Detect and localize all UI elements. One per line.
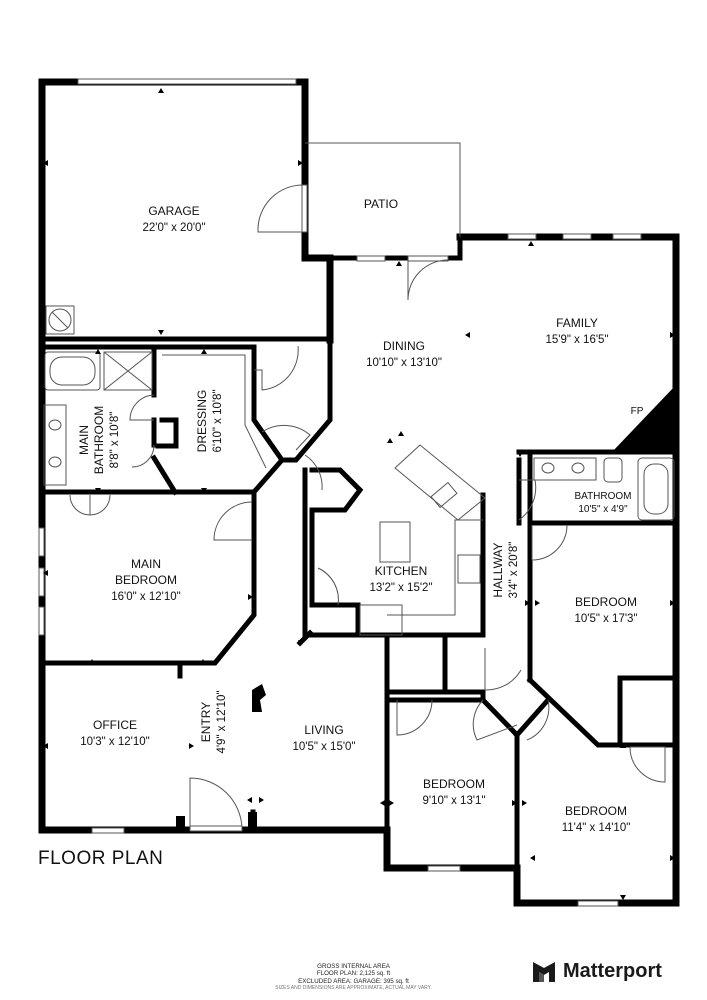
floor-plan-title: FLOOR PLAN <box>38 848 164 869</box>
bedroom-lower-name: BEDROOM <box>565 804 627 818</box>
entry-name: ENTRY <box>199 702 213 742</box>
matterport-logo-icon <box>533 962 555 982</box>
dining-dim: 10'10" x 13'10" <box>366 357 442 369</box>
main-bathroom-dim: 8'8" x 10'8" <box>109 412 121 469</box>
kitchen-name: KITCHEN <box>375 564 428 578</box>
main-bedroom-name-2: BEDROOM <box>115 573 177 587</box>
excluded-area: EXCLUDED AREA: GARAGE: 395 sq. ft <box>298 977 409 985</box>
gross-area-heading: GROSS INTERNAL AREA <box>317 963 390 970</box>
entry-dim: 4'9" x 12'10" <box>216 690 228 753</box>
bathroom-dim: 10'5" x 4'9" <box>578 504 628 515</box>
dressing-name: DRESSING <box>195 390 209 453</box>
main-bathroom-name-2: BATHROOM <box>92 406 106 474</box>
bedroom-right-dim: 10'5" x 17'3" <box>574 613 637 625</box>
office-dim: 10'3" x 12'10" <box>80 736 149 748</box>
dimension-arrows <box>43 88 675 900</box>
garage-dim: 22'0" x 20'0" <box>142 222 205 234</box>
bedroom-middle-dim: 9'10" x 13'1" <box>422 795 485 807</box>
garage-name: GARAGE <box>148 204 199 218</box>
kitchen-dim: 13'2" x 15'2" <box>369 582 432 594</box>
family-dim: 15'9" x 16'5" <box>545 334 608 346</box>
living-dim: 10'5" x 15'0" <box>292 741 355 753</box>
fixtures <box>38 78 675 907</box>
family-name: FAMILY <box>556 316 598 330</box>
bedroom-lower-dim: 11'4" x 14'10" <box>562 822 631 834</box>
disclaimer: SIZES AND DIMENSIONS ARE APPROXIMATE, AC… <box>275 985 432 992</box>
hallway-name: HALLWAY <box>491 542 505 597</box>
main-bedroom-dim: 16'0" x 12'10" <box>111 591 180 603</box>
living-name: LIVING <box>304 723 343 737</box>
matterport-brand: Matterport <box>531 958 662 984</box>
bedroom-middle-name: BEDROOM <box>423 777 485 791</box>
main-bathroom-name-1: MAIN <box>77 425 91 455</box>
brand-name: Matterport <box>563 959 662 982</box>
room-labels: GARAGE 22'0" x 20'0" PATIO DINING 10'10"… <box>77 197 644 834</box>
patio-name: PATIO <box>364 197 398 211</box>
dressing-dim: 6'10" x 10'8" <box>212 389 224 452</box>
area-summary: GROSS INTERNAL AREA FLOOR PLAN: 2,125 sq… <box>0 963 707 993</box>
main-bedroom-name-1: MAIN <box>131 557 161 571</box>
hallway-dim: 3'4" x 20'8" <box>508 542 520 599</box>
fp-label: FP <box>631 406 644 417</box>
solid-marks <box>176 385 676 830</box>
interior-walls <box>39 234 679 871</box>
office-name: OFFICE <box>93 718 137 732</box>
dining-name: DINING <box>383 339 425 353</box>
floor-plan-area: FLOOR PLAN: 2,125 sq. ft <box>316 970 391 978</box>
bedroom-right-name: BEDROOM <box>575 595 637 609</box>
bathroom-name: BATHROOM <box>574 491 631 502</box>
